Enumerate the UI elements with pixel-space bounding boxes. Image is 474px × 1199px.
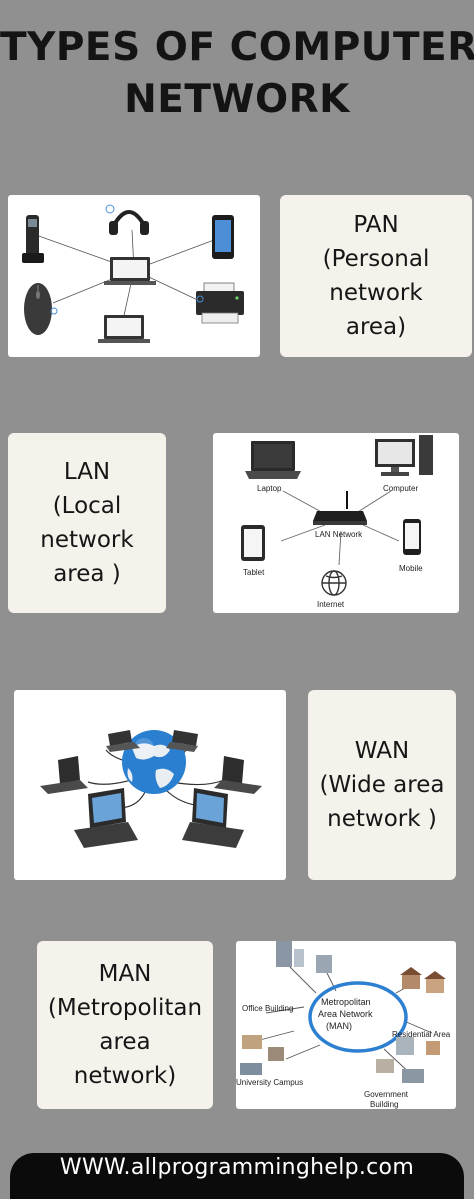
pan-card: PAN (Personal network area) (280, 195, 472, 357)
man-university-label: University Campus (236, 1078, 303, 1087)
lan-computer-label: Computer (383, 484, 418, 493)
wan-line-1: WAN (354, 738, 410, 764)
mobile-phone-icon (403, 519, 421, 555)
laptop-icon (245, 441, 301, 479)
smartphone-icon (212, 215, 234, 259)
footer-url-text: WWW.allprogramminghelp.com (59, 1155, 415, 1180)
lan-line-2: (Local (52, 493, 122, 519)
man-line-2: (Metropolitan (47, 995, 203, 1021)
wan-line-3: network ) (327, 806, 437, 832)
wan-diagram (14, 690, 286, 880)
headphones-icon (109, 210, 149, 235)
lan-line-4: area ) (53, 561, 121, 587)
lan-line-3: network (40, 527, 134, 553)
pan-line-1: PAN (353, 212, 399, 238)
lan-internet-label: Internet (317, 600, 345, 609)
man-line-1: MAN (98, 961, 152, 987)
residential-building-icon (400, 967, 446, 993)
globe-icon (321, 570, 347, 596)
residential-building-icon (396, 1037, 440, 1055)
laptop-icon (40, 756, 88, 794)
laptop-icon (104, 257, 156, 285)
wan-line-2: (Wide area (319, 772, 445, 798)
lan-mobile-label: Mobile (399, 564, 423, 573)
pan-line-3: network (329, 280, 423, 306)
lan-card: LAN (Local network area ) (8, 433, 166, 613)
printer-icon (196, 282, 244, 324)
pan-line-4: area) (345, 314, 407, 340)
man-diagram: Metropolitan Area Network (MAN) (236, 941, 456, 1109)
router-icon (313, 491, 367, 525)
man-center-line-3: (MAN) (326, 1021, 352, 1031)
office-building-icon (276, 941, 304, 967)
page-title: TYPES OF COMPUTER NETWORK (0, 22, 474, 126)
title-line-2: NETWORK (124, 77, 350, 122)
man-government-line-2: Building (370, 1100, 398, 1109)
laptop-icon (98, 315, 150, 343)
laptop-icon (74, 788, 138, 848)
mouse-icon (24, 283, 52, 335)
footer-url: WWW.allprogramminghelp.com (10, 1153, 464, 1199)
laptop-icon (106, 730, 140, 752)
laptop-icon (166, 730, 198, 752)
cordless-phone-icon (22, 215, 44, 263)
lan-tablet-label: Tablet (243, 568, 265, 577)
title-line-1: TYPES OF COMPUTER (0, 25, 474, 70)
building-icon (316, 955, 332, 973)
man-residential-label: Residential Area (392, 1030, 451, 1039)
laptop-icon (214, 756, 262, 794)
man-card: MAN (Metropolitan area network) (37, 941, 213, 1109)
man-center-line-2: Area Network (318, 1009, 373, 1019)
man-center-line-1: Metropolitan (321, 997, 371, 1007)
lan-laptop-label: Laptop (257, 484, 282, 493)
lan-line-1: LAN (63, 459, 111, 485)
wan-card: WAN (Wide area network ) (308, 690, 456, 880)
man-line-3: area (99, 1029, 151, 1055)
man-line-4: network) (73, 1063, 177, 1089)
tablet-icon (241, 525, 265, 561)
lan-hub-label: LAN Network (315, 530, 363, 539)
laptop-icon (182, 788, 244, 848)
man-government-line-1: Government (364, 1090, 409, 1099)
lan-diagram: Laptop Computer LAN Network Tablet Mobil (213, 433, 459, 613)
desktop-computer-icon (375, 435, 433, 476)
pan-diagram (8, 195, 260, 357)
university-building-icon (240, 1035, 284, 1075)
pan-line-2: (Personal (322, 246, 430, 272)
government-building-icon (376, 1059, 424, 1083)
man-office-label: Office Building (242, 1004, 293, 1013)
